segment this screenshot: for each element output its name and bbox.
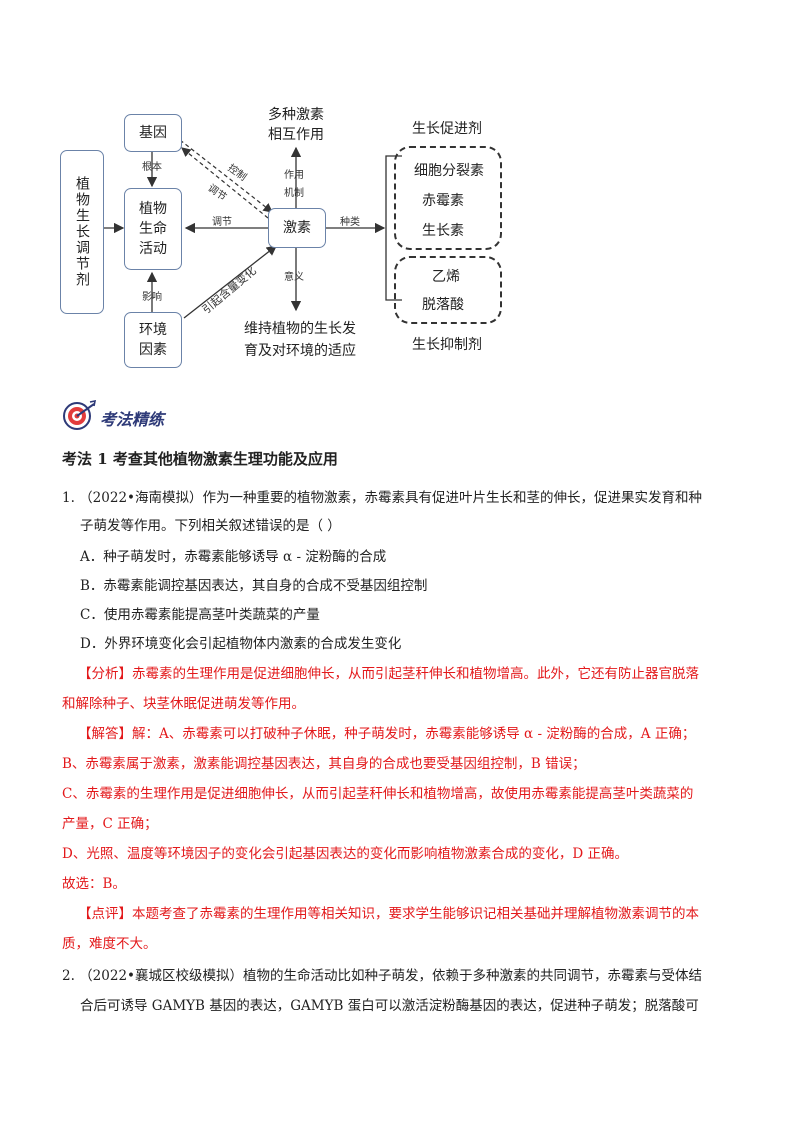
promoter-item: 细胞分裂素 — [414, 163, 484, 179]
box-plant-regulator: 植物生长调节剂 — [60, 150, 104, 314]
label-root: 根本 — [142, 162, 162, 173]
inhibitor-group — [394, 256, 502, 324]
q1-answer-line3: C、赤霉素的生理作用是促进细胞伸长，从而引起茎秆伸长和植物增高，故使用赤霉素能提… — [62, 786, 694, 802]
section-icon-title: 考法精练 — [100, 410, 165, 429]
label-mechanism-2: 机制 — [284, 188, 304, 199]
q1-analysis-line1: 【分析】赤霉素的生理作用是促进细胞伸长，从而引起茎秆伸长和植物增高。此外，它还有… — [78, 666, 699, 682]
q1-option-d: D．外界环境变化会引起植物体内激素的合成发生变化 — [80, 636, 402, 652]
label-mechanism-1: 作用 — [284, 170, 304, 181]
q1-answer-line5: D、光照、温度等环境因子的变化会引起基因表达的变化而影响植物激素合成的变化，D … — [62, 846, 628, 862]
q1-option-b: B．赤霉素能调控基因表达，其自身的合成不受基因组控制 — [80, 578, 428, 594]
q1-choice: 故选：B。 — [62, 876, 126, 892]
q1-analysis-line2: 和解除种子、块茎休眠促进萌发等作用。 — [62, 696, 305, 712]
text-maintain-1: 维持植物的生长发 — [244, 321, 356, 337]
text-maintain-2: 育及对环境的适应 — [244, 343, 356, 359]
q1-stem-line1: 1. （2022•海南模拟）作为一种重要的植物激素，赤霉素具有促进叶片生长和茎的… — [62, 490, 702, 506]
promoter-item: 赤霉素 — [422, 193, 464, 209]
label-meaning: 意义 — [284, 272, 304, 283]
q1-comment-line1: 【点评】本题考查了赤霉素的生理作用等相关知识，要求学生能够识记相关基础并理解植物… — [78, 906, 699, 922]
label-growth-promoter: 生长促进剂 — [412, 121, 482, 137]
promoter-group — [394, 146, 502, 250]
arrow-env-hormone — [183, 245, 278, 319]
label-regulate: 调节 — [212, 217, 232, 228]
label-influence: 影响 — [142, 292, 162, 303]
q1-answer-line1: 【解答】解：A、赤霉素可以打破种子休眠，种子萌发时，赤霉素能够诱导 α - 淀粉… — [78, 726, 696, 742]
box-hormone: 激素 — [268, 208, 326, 248]
text-multi-hormone-2: 相互作用 — [268, 127, 324, 143]
q1-answer-line2: B、赤霉素属于激素，激素能调控基因表达，其自身的合成也要受基因组控制，B 错误； — [62, 756, 586, 772]
arrow-gene-hormone — [179, 139, 273, 213]
q2-stem-line1: 2. （2022•襄城区校级模拟）植物的生命活动比如种子萌发，依赖于多种激素的共… — [62, 968, 702, 984]
inhibitor-item: 脱落酸 — [422, 297, 464, 313]
label-growth-inhibitor: 生长抑制剂 — [412, 337, 482, 353]
section-heading: 考法 1 考查其他植物激素生理功能及应用 — [62, 450, 338, 468]
box-life-activity: 植物生命活动 — [124, 188, 182, 270]
concept-diagram: 植物生长调节剂 基因 植物生命活动 环境因素 激素 根本 影响 调节 控制 调节… — [0, 0, 800, 380]
q1-answer-line4: 产量，C 正确； — [62, 816, 158, 832]
promoter-item: 生长素 — [422, 223, 464, 239]
q1-option-c: C．使用赤霉素能提高茎叶类蔬菜的产量 — [80, 607, 320, 623]
text-multi-hormone-1: 多种激素 — [268, 107, 324, 123]
arrow-hormone-gene — [181, 147, 269, 219]
q1-option-a: A．种子萌发时，赤霉素能够诱导 α - 淀粉酶的合成 — [80, 549, 387, 565]
label-types: 种类 — [340, 217, 360, 228]
box-environment: 环境因素 — [124, 312, 182, 368]
q1-comment-line2: 质，难度不大。 — [62, 936, 157, 952]
q2-stem-line2: 合后可诱导 GAMYB 基因的表达，GAMYB 蛋白可以激活淀粉酶基因的表达，促… — [80, 998, 699, 1014]
box-gene: 基因 — [124, 114, 182, 152]
q1-stem-line2: 子萌发等作用。下列相关叙述错误的是（ ） — [80, 518, 341, 534]
target-icon — [62, 399, 97, 432]
inhibitor-item: 乙烯 — [432, 269, 460, 285]
